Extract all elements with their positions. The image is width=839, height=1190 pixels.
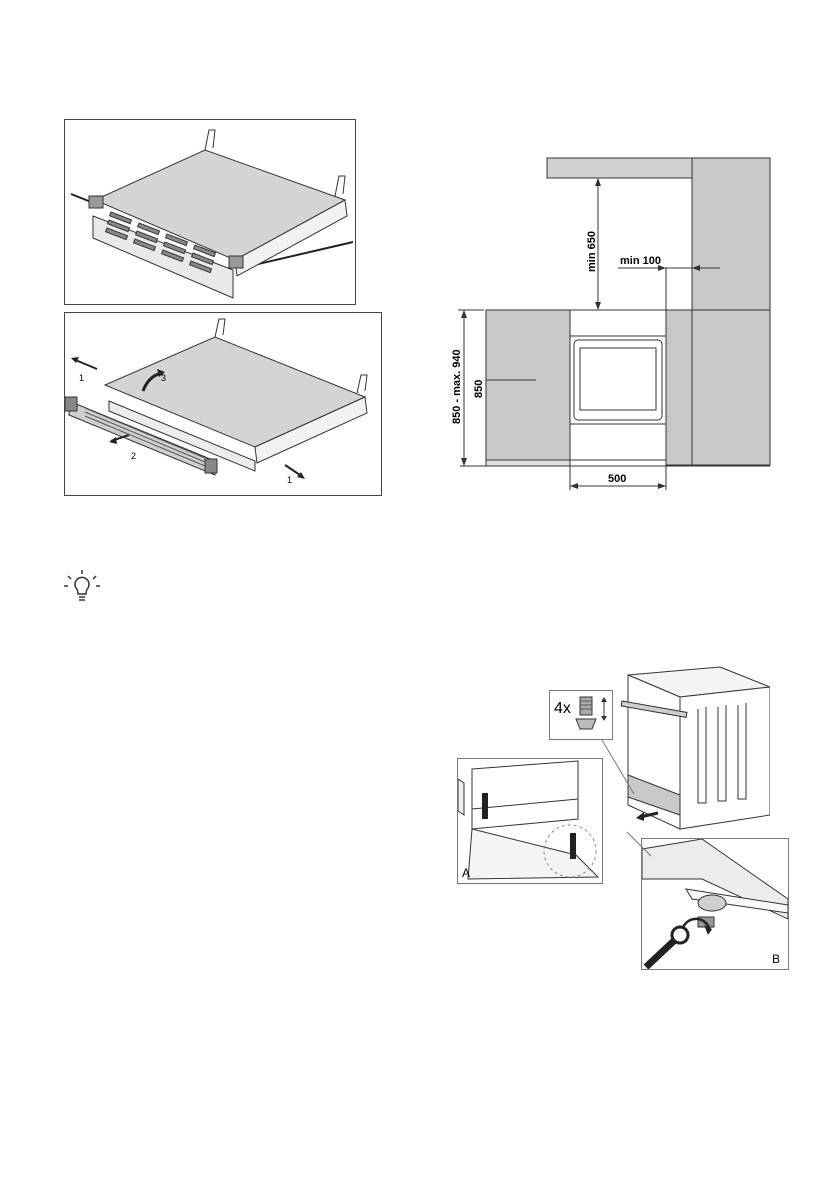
detail-b-label: B bbox=[772, 952, 780, 966]
drawer-removal-illustration: 1 3 2 1 bbox=[65, 313, 381, 495]
foot-callout: 4x bbox=[549, 690, 613, 740]
step-label: 1 bbox=[287, 475, 292, 485]
right-base-cabinet bbox=[666, 310, 692, 465]
dimension-side-clearance: min 100 bbox=[620, 255, 661, 267]
drawer-figure-bottom: 1 3 2 1 bbox=[64, 312, 382, 496]
drawer-installed-illustration bbox=[65, 120, 355, 304]
detail-a: A bbox=[457, 758, 603, 884]
upper-cabinet bbox=[547, 158, 692, 178]
dimension-worktop-height: 850 bbox=[473, 380, 485, 398]
detail-a-label: A bbox=[462, 866, 470, 880]
lightbulb-icon bbox=[62, 568, 102, 608]
drawer-figure-top bbox=[64, 119, 356, 305]
dimension-top-clearance: min 650 bbox=[586, 231, 598, 272]
detail-b: B bbox=[641, 838, 789, 970]
clearance-diagram: min 650 min 100 850 - max. 940 850 500 bbox=[440, 150, 780, 495]
dimension-width: 500 bbox=[608, 473, 626, 485]
tall-cabinet bbox=[692, 158, 770, 465]
quantity-label: 4x bbox=[554, 700, 571, 717]
left-base-cabinet bbox=[486, 310, 570, 460]
step-label: 1 bbox=[79, 373, 84, 383]
step-label: 3 bbox=[161, 373, 166, 383]
dimension-height-range: 850 - max. 940 bbox=[451, 349, 463, 424]
step-label: 2 bbox=[131, 451, 136, 461]
